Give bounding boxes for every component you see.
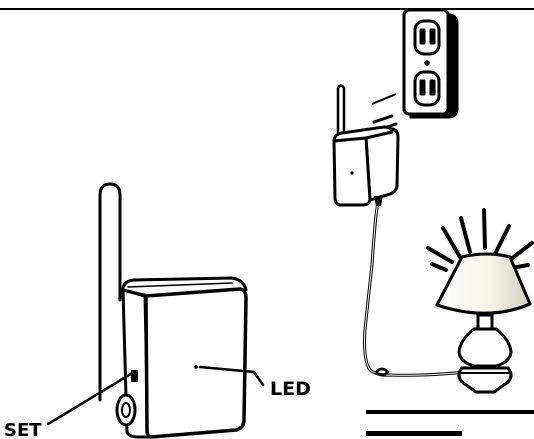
plug-in-module: [98, 182, 248, 439]
outlet-slot-bottom-a: [419, 79, 426, 96]
cord-strain-relief: [374, 196, 383, 206]
device-top-ridge: [127, 282, 233, 288]
adapter-side: [364, 127, 400, 202]
device-front-face: [144, 287, 248, 439]
led-label: LED: [270, 378, 311, 400]
outlet-slot-top-b: [429, 28, 436, 45]
lamp-cord-inner: [364, 200, 471, 376]
outlet-screw: [424, 60, 430, 66]
lamp-foot: [457, 366, 513, 394]
led-leader-line: [198, 365, 265, 387]
outlet-slot-top-a: [419, 28, 426, 45]
plug-in-indicator: [371, 93, 397, 105]
led-callout: [194, 365, 265, 387]
device-antenna: [98, 182, 122, 402]
lamp-vase: [457, 327, 513, 368]
set-label: SET: [4, 420, 42, 439]
lamp-neck: [476, 313, 494, 331]
tabletop-front: [366, 431, 462, 436]
tabletop-edge: [366, 410, 534, 414]
set-button-inner: [121, 402, 131, 418]
lampshade-rim: [435, 302, 532, 315]
adapter-prong-a: [372, 114, 394, 124]
wall-outlet: [402, 8, 459, 119]
led-dot: [194, 365, 198, 369]
outlet-slot-bottom-b: [429, 79, 436, 96]
table-lamp: [426, 208, 534, 394]
cord-knot: [375, 367, 390, 377]
plug-in-adapter: [332, 84, 400, 207]
set-leader-line: [46, 370, 136, 426]
adapter-led-dot: [350, 171, 354, 175]
